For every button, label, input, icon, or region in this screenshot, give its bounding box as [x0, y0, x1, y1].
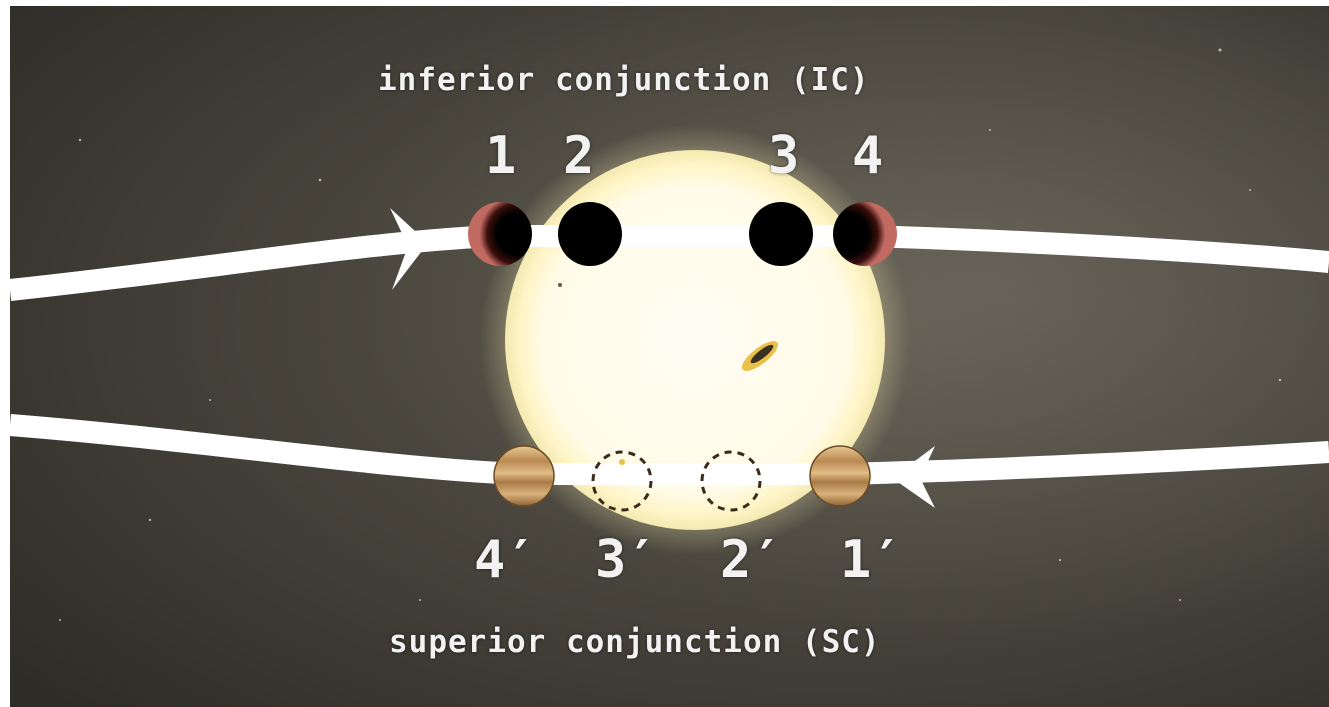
- planet-icon: [558, 202, 622, 266]
- contact-label-2: 2: [563, 126, 595, 186]
- hidden-planet-outline: [591, 450, 653, 512]
- contact-label-3: 3: [768, 126, 800, 186]
- contact-label-1: 1: [485, 126, 517, 186]
- contact-label-2-prime: 2′: [720, 530, 783, 590]
- planet-icon: [493, 445, 555, 507]
- arrowhead-icon: [390, 208, 428, 290]
- background-stars: [59, 48, 1282, 621]
- planet-icon: [749, 202, 813, 266]
- contact-label-4-prime: 4′: [474, 530, 537, 590]
- contact-label-1-prime: 1′: [840, 530, 903, 590]
- contact-label-3-prime: 3′: [595, 530, 658, 590]
- planet-icon: [468, 202, 532, 266]
- sunspot-icon: [558, 283, 779, 371]
- planet-icon: [833, 202, 897, 266]
- contact-label-4: 4: [852, 126, 884, 186]
- inferior-conjunction-label: inferior conjunction (IC): [378, 62, 870, 98]
- orbit-back-path: [9, 414, 1329, 485]
- planet-icon: [809, 445, 871, 507]
- hidden-planet-outline: [700, 450, 762, 512]
- superior-conjunction-label: superior conjunction (SC): [389, 624, 881, 660]
- arrowhead-icon: [892, 446, 935, 508]
- sunspot-icon: [619, 459, 625, 465]
